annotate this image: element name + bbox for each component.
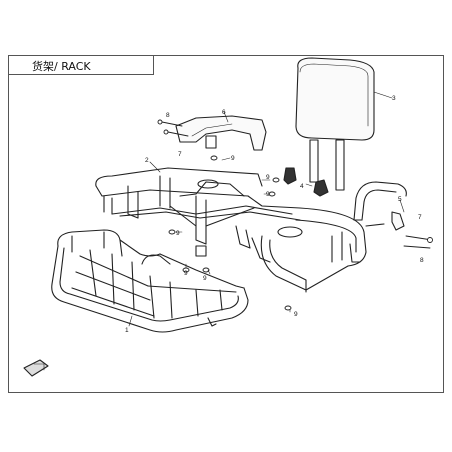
backrest-bracket xyxy=(175,115,267,151)
rubber-grommets xyxy=(283,167,329,197)
callout-9a: 9 xyxy=(231,155,235,162)
callout-9f: 9 xyxy=(203,275,207,282)
orientation-tag xyxy=(23,359,49,377)
callout-9c: 9 xyxy=(266,191,270,198)
callout-5: 5 xyxy=(398,196,402,203)
backrest-pad xyxy=(295,57,375,191)
main-rack-frame xyxy=(95,167,367,293)
callout-9g: 9 xyxy=(294,311,298,318)
callout-3: 3 xyxy=(392,95,396,102)
callout-4: 4 xyxy=(300,183,304,190)
bolts-washers xyxy=(157,119,433,249)
callout-2: 2 xyxy=(145,157,149,164)
callout-8a: 8 xyxy=(166,112,170,119)
title-box xyxy=(8,55,154,75)
diagram-title: 货架/ RACK xyxy=(32,60,91,73)
callout-7b: 7 xyxy=(418,214,422,221)
flange-nuts xyxy=(168,155,292,311)
front-cargo-rack xyxy=(51,229,249,333)
callout-9e: 9 xyxy=(184,270,188,277)
leader-lines xyxy=(128,91,405,327)
callout-6: 6 xyxy=(222,109,226,116)
callout-1: 1 xyxy=(125,327,129,334)
callout-9d: 9 xyxy=(176,230,180,237)
diagram-frame xyxy=(8,55,444,393)
callout-8b: 8 xyxy=(420,257,424,264)
callout-9b: 9 xyxy=(266,174,270,181)
callout-labels: 1 2 3 4 5 6 7 7 8 8 9 9 9 9 9 9 9 xyxy=(125,95,424,334)
callout-7a: 7 xyxy=(178,151,182,158)
grab-handle xyxy=(353,181,407,231)
